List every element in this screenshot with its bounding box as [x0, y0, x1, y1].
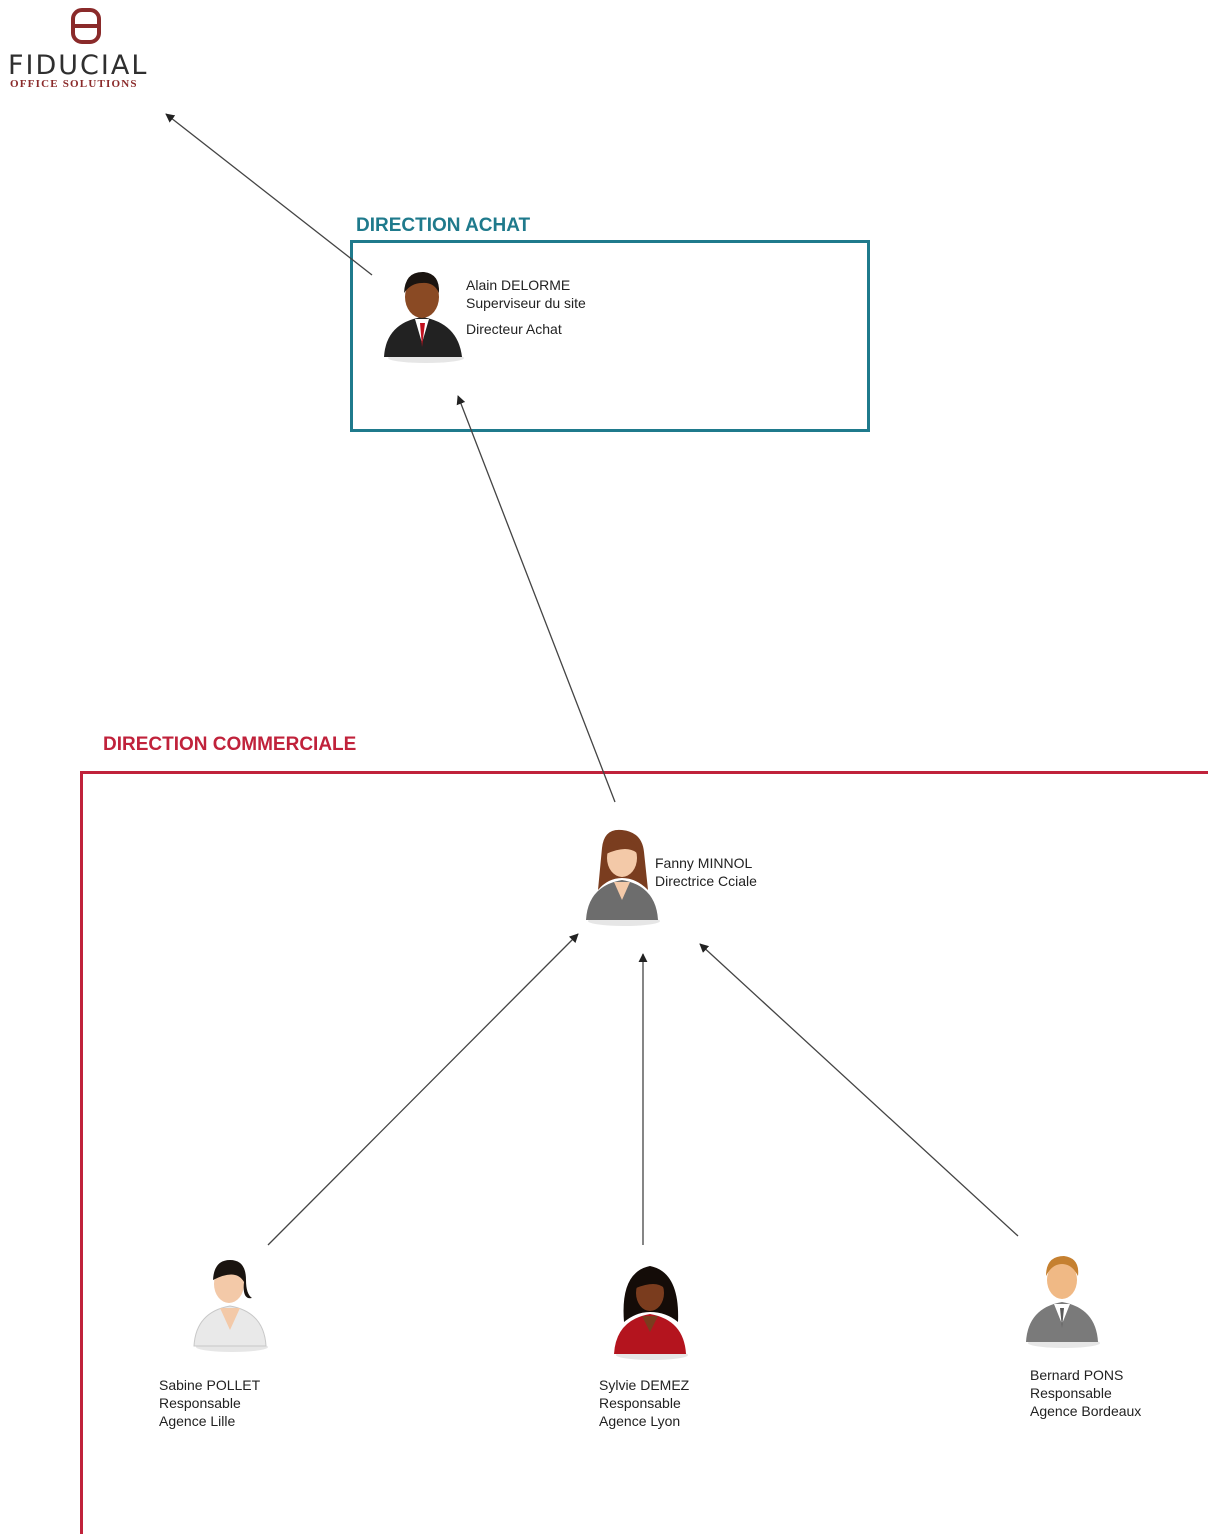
- person-agency: Agence Lille: [159, 1413, 236, 1429]
- person-name: Sylvie DEMEZ: [599, 1377, 690, 1393]
- direction-achat-title: DIRECTION ACHAT: [356, 215, 531, 236]
- company-logo: FIDUCIAL OFFICE SOLUTIONS: [8, 6, 168, 91]
- direction-achat-frame: [350, 240, 870, 432]
- person-name: Alain DELORME: [466, 277, 571, 293]
- person-card-bernard: Bernard PONS Responsable Agence Bordeaux: [1030, 1366, 1141, 1420]
- logo-name: FIDUCIAL: [8, 50, 149, 81]
- direction-commerciale-frame: [80, 771, 1208, 1534]
- man-grey-suit-icon: [1026, 1256, 1100, 1348]
- person-role: Responsable: [1030, 1385, 1112, 1401]
- woman-white-coat-icon: [193, 1260, 268, 1352]
- arrow-bernard-to-fanny: [699, 943, 1019, 1237]
- person-title: Directeur Achat: [466, 321, 562, 337]
- logo-subtitle: OFFICE SOLUTIONS: [10, 78, 138, 90]
- person-role: Superviseur du site: [466, 295, 586, 311]
- person-role: Responsable: [599, 1395, 681, 1411]
- person-agency: Agence Lyon: [599, 1413, 681, 1429]
- person-card-fanny: Fanny MINNOL Directrice Cciale: [655, 854, 757, 890]
- woman-red-jacket-icon: [614, 1266, 688, 1360]
- arrow-fanny-to-alain: [456, 395, 616, 803]
- direction-commerciale-title: DIRECTION COMMERCIALE: [103, 734, 357, 755]
- businessman-dark-suit-icon: [384, 271, 464, 363]
- fiducial-logo-icon: [71, 8, 101, 44]
- businesswoman-grey-icon: [586, 829, 660, 926]
- reporting-arrows: [165, 113, 1019, 1246]
- arrow-alain-to-logo: [165, 113, 373, 276]
- person-card-sylvie: Sylvie DEMEZ Responsable Agence Lyon: [599, 1376, 689, 1430]
- arrow-sabine-to-fanny: [267, 933, 579, 1246]
- person-name: Sabine POLLET: [159, 1377, 261, 1393]
- person-agency: Agence Bordeaux: [1030, 1403, 1142, 1419]
- person-role: Directrice Cciale: [655, 873, 757, 889]
- person-name: Fanny MINNOL: [655, 855, 753, 871]
- person-role: Responsable: [159, 1395, 241, 1411]
- person-card-sabine: Sabine POLLET Responsable Agence Lille: [159, 1376, 260, 1430]
- person-name: Bernard PONS: [1030, 1367, 1124, 1383]
- person-card-alain: Alain DELORME Superviseur du site Direct…: [466, 276, 586, 338]
